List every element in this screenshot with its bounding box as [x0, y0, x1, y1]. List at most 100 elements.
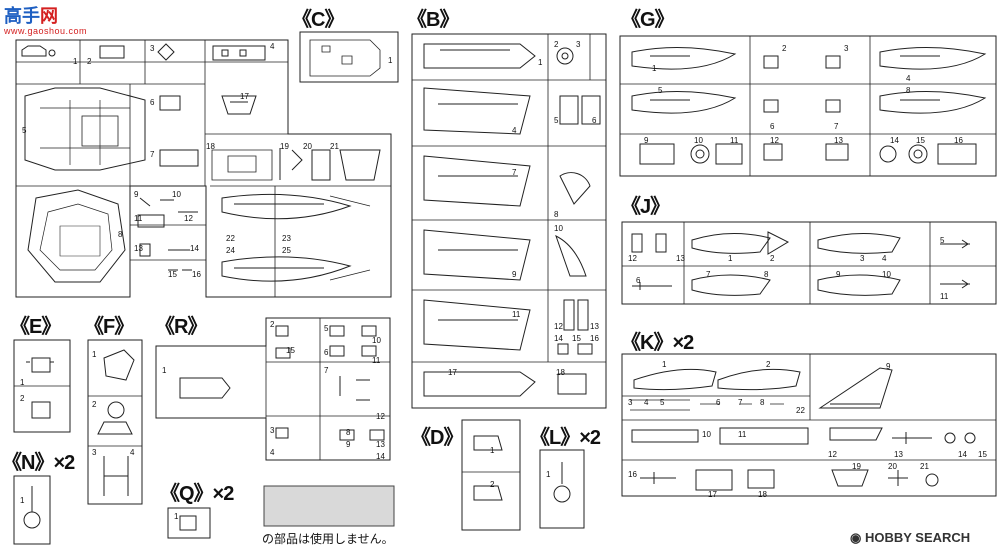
part-num: 9: [836, 270, 841, 279]
part-num: 2: [770, 254, 775, 263]
runner-l: [539, 449, 585, 529]
part-num: 3: [844, 44, 849, 53]
part-num: 13: [676, 254, 685, 263]
runner-label-q: 《Q》×2: [160, 483, 234, 505]
part-num: 7: [150, 150, 155, 159]
part-num: 12: [184, 214, 193, 223]
part-num: 21: [920, 462, 929, 471]
part-num: 21: [330, 142, 339, 151]
part-num: 10: [554, 224, 563, 233]
part-num: 13: [894, 450, 903, 459]
part-num: 4: [270, 42, 275, 51]
part-num: 3: [270, 426, 275, 435]
runner-label-j: 《J》: [621, 196, 670, 218]
part-num: 3: [150, 44, 155, 53]
part-num: 8: [764, 270, 769, 279]
part-num: 13: [376, 440, 385, 449]
part-num: 7: [324, 366, 329, 375]
part-num: 10: [172, 190, 181, 199]
watermark-logo: 高手网 www.gaoshou.com: [4, 2, 87, 36]
part-num: 19: [852, 462, 861, 471]
part-num: 12: [770, 136, 779, 145]
runner-label-g: 《G》: [621, 9, 675, 31]
part-num: 15: [286, 346, 295, 355]
part-num: 12: [554, 322, 563, 331]
part-num: 8: [760, 398, 765, 407]
part-num: 8: [118, 230, 123, 239]
part-num: 3: [860, 254, 865, 263]
part-num: 6: [592, 116, 597, 125]
part-num: 16: [590, 334, 599, 343]
part-num: 3: [628, 398, 633, 407]
part-num: 16: [192, 270, 201, 279]
part-num: 1: [388, 56, 393, 65]
part-num: 23: [282, 234, 291, 243]
part-num: 2: [92, 400, 97, 409]
part-num: 15: [572, 334, 581, 343]
part-num: 4: [130, 448, 135, 457]
part-num: 15: [916, 136, 925, 145]
part-num: 11: [134, 214, 143, 223]
part-num: 14: [190, 244, 199, 253]
part-num: 5: [22, 126, 27, 135]
part-num: 1: [174, 512, 179, 521]
part-num: 2: [782, 44, 787, 53]
part-num: 14: [554, 334, 563, 343]
part-num: 10: [694, 136, 703, 145]
part-num: 9: [644, 136, 649, 145]
runner-q: [167, 507, 211, 539]
part-num: 4: [512, 126, 517, 135]
part-num: 6: [324, 348, 329, 357]
runner-b: [411, 33, 607, 409]
part-num: 2: [87, 57, 92, 66]
part-num: 6: [770, 122, 775, 131]
part-num: 6: [150, 98, 155, 107]
part-num: 1: [73, 57, 78, 66]
part-num: 9: [134, 190, 139, 199]
part-num: 1: [490, 446, 495, 455]
part-num: 14: [958, 450, 967, 459]
part-num: 12: [828, 450, 837, 459]
part-num: 1: [538, 58, 543, 67]
watermark-url: www.gaoshou.com: [4, 26, 88, 36]
runner-f: [87, 339, 143, 505]
part-num: 10: [702, 430, 711, 439]
runner-n: [13, 475, 51, 545]
part-num: 16: [954, 136, 963, 145]
part-num: 4: [882, 254, 887, 263]
part-num: 16: [628, 470, 637, 479]
runner-label-d: 《D》: [411, 427, 463, 449]
part-num: 22: [226, 234, 235, 243]
runner-e: [13, 339, 71, 433]
unused-parts-note: の部品は使用しません。: [262, 532, 394, 546]
runner-label-k: 《K》×2: [621, 332, 694, 354]
part-num: 12: [628, 254, 637, 263]
part-num: 8: [554, 210, 559, 219]
part-num: 5: [658, 86, 663, 95]
runner-j: [621, 221, 997, 305]
part-num: 1: [662, 360, 667, 369]
part-num: 1: [20, 496, 25, 505]
part-num: 18: [206, 142, 215, 151]
part-num: 1: [546, 470, 551, 479]
part-num: 1: [92, 350, 97, 359]
part-num: 2: [490, 480, 495, 489]
part-num: 3: [92, 448, 97, 457]
part-num: 4: [270, 448, 275, 457]
part-num: 1: [652, 64, 657, 73]
part-num: 5: [940, 236, 945, 245]
part-num: 1: [162, 366, 167, 375]
part-num: 15: [168, 270, 177, 279]
part-num: 14: [376, 452, 385, 461]
part-num: 2: [270, 320, 275, 329]
part-num: 19: [280, 142, 289, 151]
runner-r: [155, 317, 391, 461]
runner-label-l: 《L》×2: [530, 427, 601, 449]
hobby-search-icon: ◉: [850, 530, 865, 545]
part-num: 8: [906, 86, 911, 95]
runner-label-f: 《F》: [84, 316, 134, 338]
watermark-name: 高手网: [4, 6, 58, 27]
part-num: 2: [766, 360, 771, 369]
part-num: 7: [706, 270, 711, 279]
